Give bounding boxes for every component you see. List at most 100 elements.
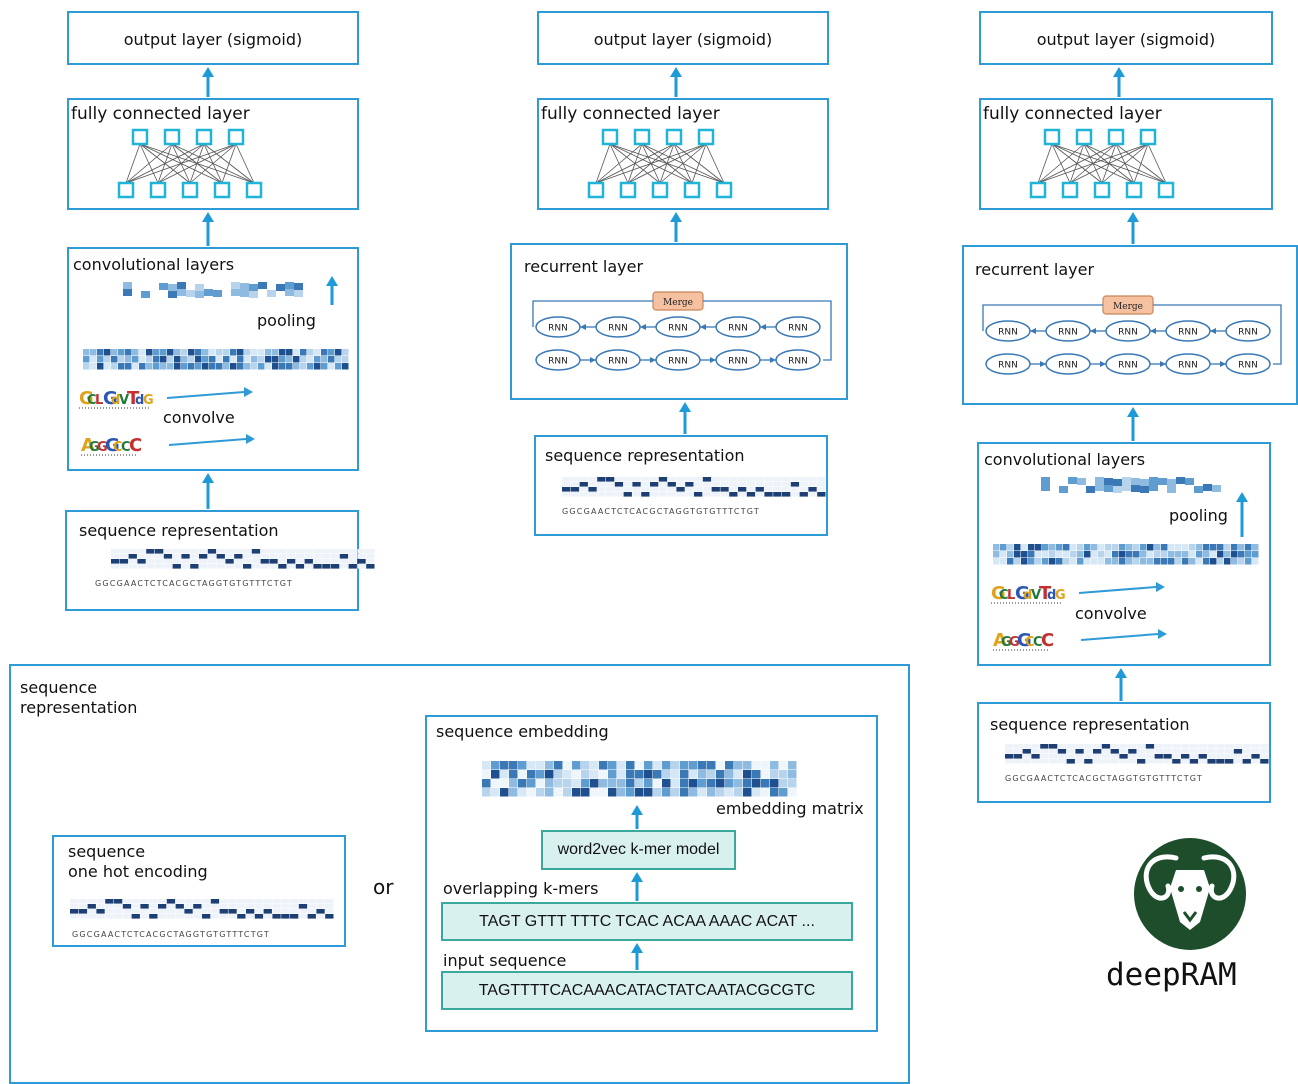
onehot-cell <box>1013 749 1023 754</box>
onehot-cell <box>1093 754 1102 759</box>
embedding-cell <box>491 788 500 797</box>
onehot-cell <box>78 904 88 909</box>
onehot-cell <box>1005 744 1014 749</box>
feature-cell <box>1217 551 1224 558</box>
rnn-node-label: RNN <box>998 361 1018 371</box>
onehot-cell <box>202 909 211 914</box>
feature-cell <box>1133 558 1140 565</box>
feature-cell <box>1154 544 1161 551</box>
convolve-arrow <box>1080 633 1159 641</box>
feature-cell <box>300 349 307 356</box>
onehot-cell <box>70 904 79 909</box>
embedding-cell <box>500 779 509 788</box>
onehot-cell <box>149 904 158 909</box>
onehot-cell <box>228 914 237 919</box>
fc-node <box>1061 181 1079 199</box>
motif-letter: V <box>119 393 129 408</box>
onehot-cell <box>1066 754 1075 759</box>
pool-cell <box>1167 479 1176 486</box>
onehot-cell <box>1181 759 1190 764</box>
feature-cell <box>1147 544 1154 551</box>
onehot-cell <box>366 554 375 559</box>
onehot-cell <box>210 914 220 919</box>
input-sequence-text: TAGTTTTCACAAACATACTATCAATACGCGTC <box>478 981 816 999</box>
onehot-cell <box>269 554 278 559</box>
rnn-node <box>775 316 821 338</box>
feature-cell <box>1021 558 1028 565</box>
feature-cell <box>230 363 237 370</box>
onehot-cell <box>1049 759 1058 764</box>
onehot-cell <box>316 909 325 914</box>
feature-cell <box>90 349 97 356</box>
onehot-cell <box>105 909 114 914</box>
onehot-cell <box>746 482 756 487</box>
feature-cell <box>1007 551 1014 558</box>
onehot-cell <box>193 909 202 914</box>
feature-cell <box>293 356 300 363</box>
onehot-cell <box>246 899 255 904</box>
onehot-cell <box>251 549 261 554</box>
feature-cell <box>1070 551 1077 558</box>
col1-output-box: output layer (sigmoid) <box>67 11 359 65</box>
onehot-cell <box>158 909 167 914</box>
feature-cell <box>1077 558 1084 565</box>
col3-dna-sequence: GGCGAACTCTCACGCTAGGTGTGTTTCTGT <box>1005 774 1204 783</box>
motif-letter: d <box>111 393 120 408</box>
onehot-cell <box>667 487 676 492</box>
onehot-cell <box>702 487 712 492</box>
onehot-cell <box>562 482 571 487</box>
fc-node <box>163 128 181 146</box>
onehot-cell <box>1005 754 1014 759</box>
onehot-cell <box>210 904 220 909</box>
feature-cell <box>1224 558 1231 565</box>
embedding-cell <box>671 761 680 770</box>
motif-letter: G <box>1017 630 1032 651</box>
onehot-cell <box>738 492 747 497</box>
feature-cell <box>335 356 342 363</box>
fc-node <box>131 128 149 146</box>
embedding-cell <box>698 779 707 788</box>
feature-cell <box>1014 551 1021 558</box>
col1-convolve-label: convolve <box>163 408 235 427</box>
col1-pooled-map <box>123 282 303 298</box>
feature-cell <box>1091 544 1098 551</box>
col3-pooled-map <box>1041 477 1221 493</box>
onehot-cell <box>207 559 217 564</box>
onehot-cell <box>1242 744 1251 749</box>
feature-cell <box>181 349 188 356</box>
onehot-cell <box>562 477 571 482</box>
motif-letter: G <box>1015 583 1030 604</box>
feature-cell <box>1056 558 1063 565</box>
embedding-cell <box>779 770 788 779</box>
onehot-cell <box>184 909 193 914</box>
feature-cell <box>1175 551 1182 558</box>
bottom-panel-title: sequence representation <box>20 678 138 717</box>
onehot-cell <box>650 477 659 482</box>
pool-cell <box>1095 484 1104 491</box>
onehot-cell <box>1233 744 1243 749</box>
feature-cell <box>160 356 167 363</box>
embedding-cell <box>554 761 563 770</box>
feature-cell <box>1098 544 1105 551</box>
feature-cell <box>181 363 188 370</box>
onehot-cell <box>1101 744 1111 749</box>
embedding-matrix <box>482 761 797 797</box>
feature-cell <box>286 349 293 356</box>
onehot-cell <box>641 477 650 482</box>
onehot-cell <box>720 487 729 492</box>
feature-cell <box>314 356 321 363</box>
onehot-cell <box>1233 759 1243 764</box>
onehot-cell <box>1172 749 1181 754</box>
pool-cell <box>159 283 168 290</box>
embedding-cell <box>734 788 743 797</box>
onehot-cell <box>254 909 264 914</box>
feature-cell <box>244 349 251 356</box>
feature-cell <box>1119 544 1126 551</box>
onehot-cell <box>111 549 120 554</box>
feature-cell <box>335 349 342 356</box>
pool-cell <box>141 291 150 298</box>
embedding-cell <box>617 770 626 779</box>
fc-node <box>1157 181 1175 199</box>
